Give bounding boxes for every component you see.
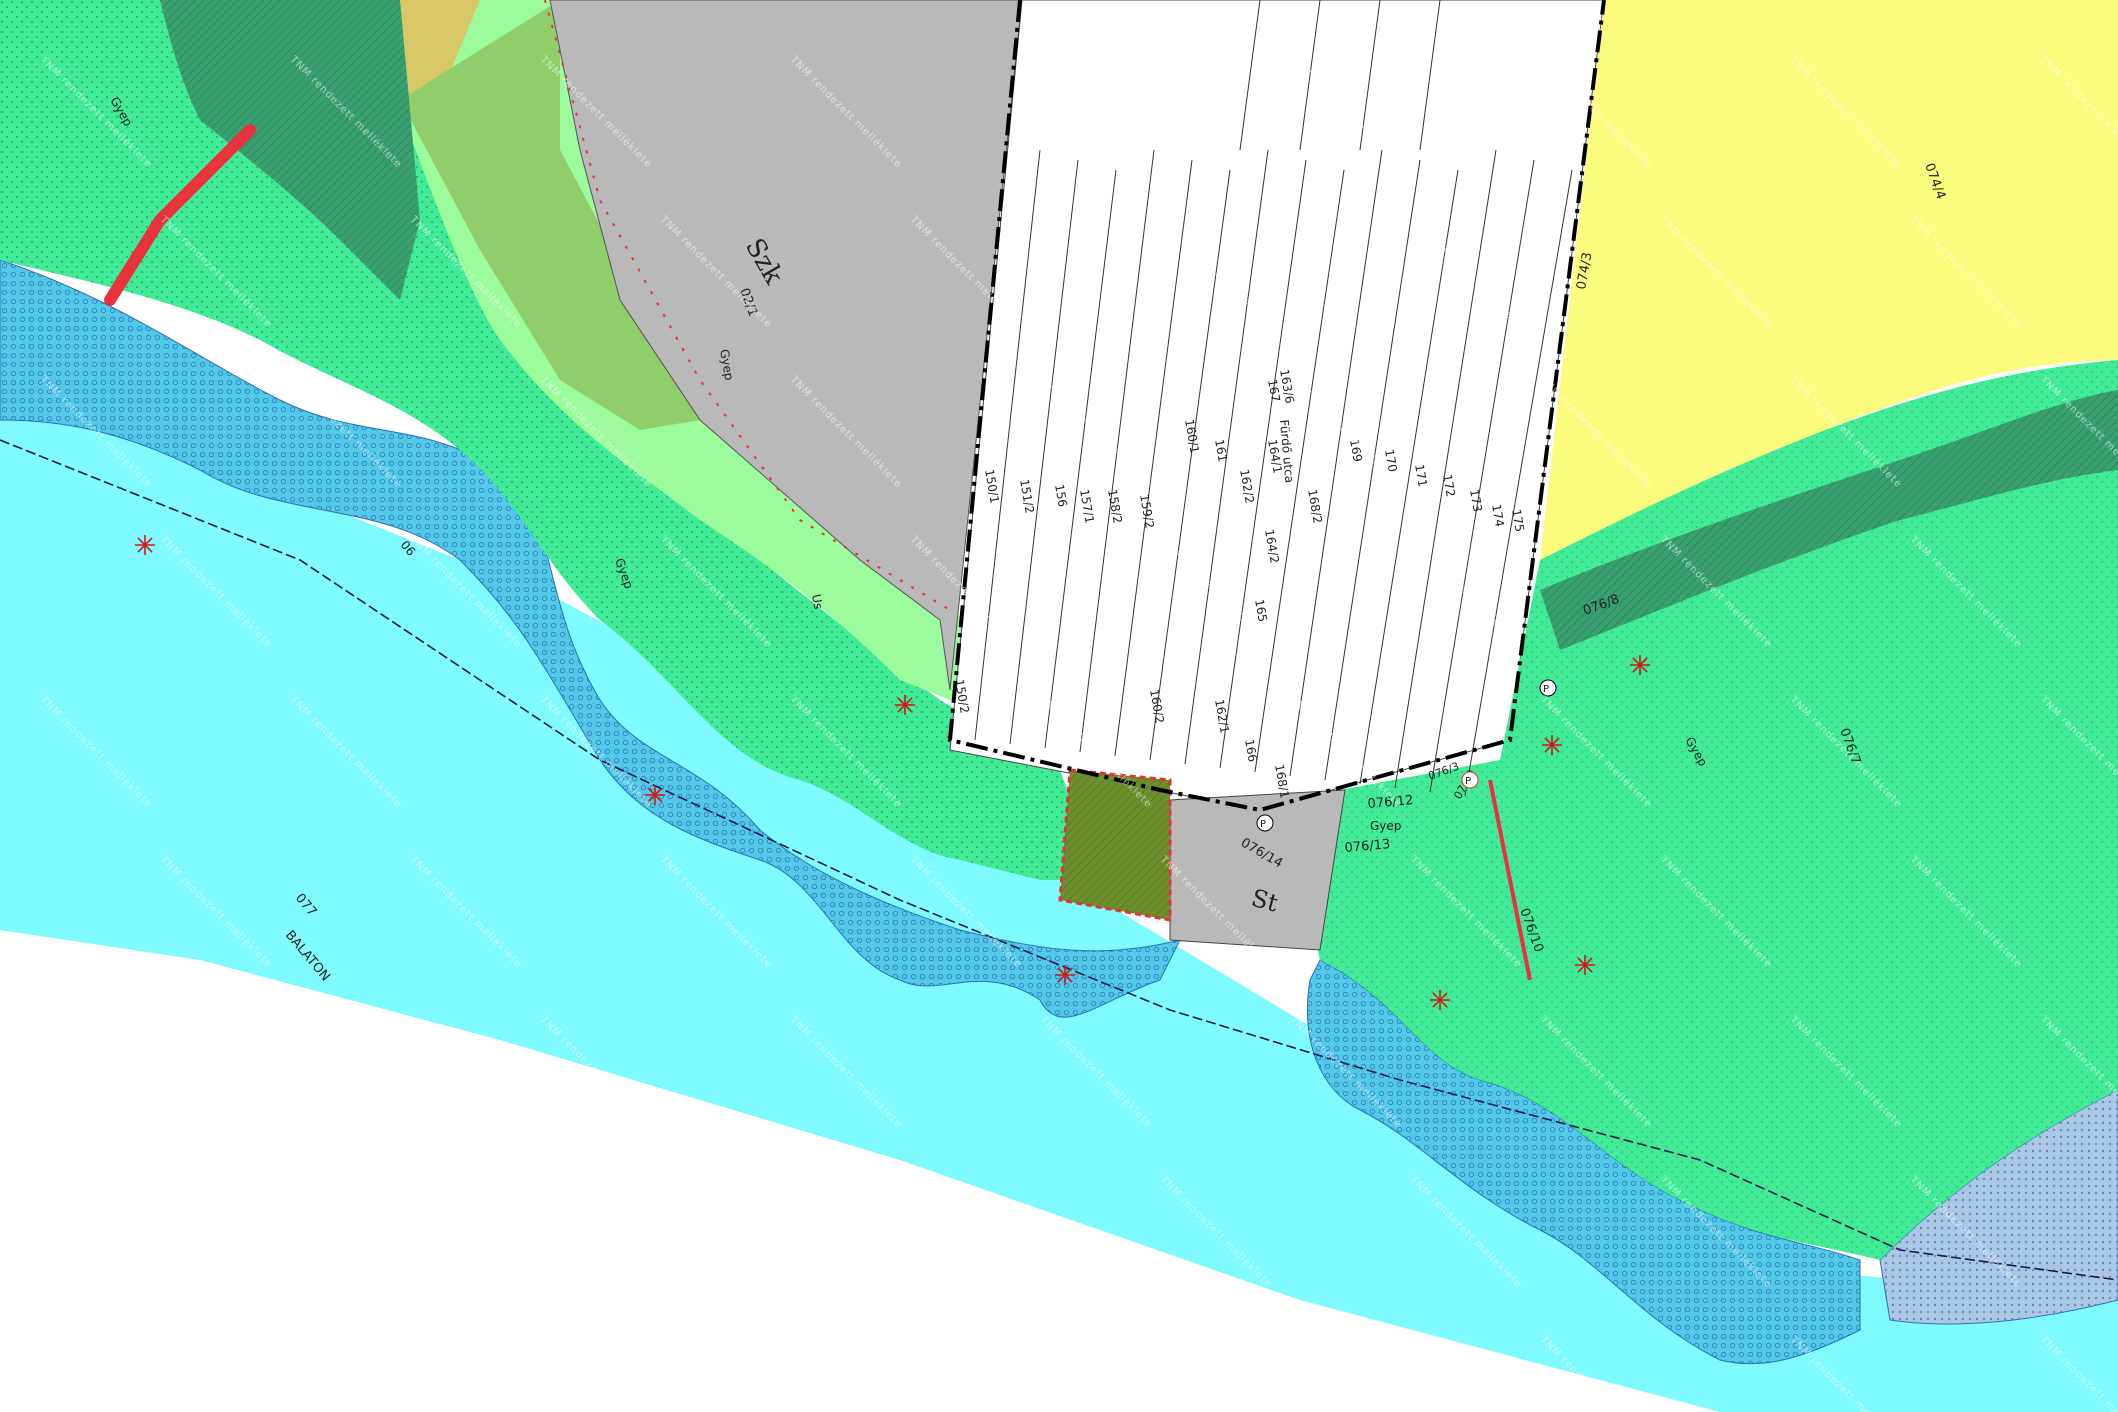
label-174: 174 bbox=[1489, 503, 1507, 528]
parking-marker-2: P bbox=[1539, 679, 1557, 697]
parcel-line bbox=[1359, 0, 1381, 151]
reed1-texture bbox=[0, 260, 1180, 1018]
label-076-13: 076/13 bbox=[1344, 837, 1391, 856]
parcel-line bbox=[1184, 149, 1269, 765]
parcel-line bbox=[1359, 169, 1459, 785]
label-us: Us bbox=[809, 593, 825, 610]
label-gyep-4: Gyep bbox=[1370, 819, 1401, 833]
parcel-line bbox=[1464, 169, 1573, 797]
oliveblock-texture bbox=[1060, 770, 1170, 920]
label-151-2: 151/2 bbox=[1017, 478, 1037, 514]
parcel-line bbox=[1079, 149, 1155, 753]
label-168-2: 168/2 bbox=[1305, 488, 1325, 524]
label-160-1: 160/1 bbox=[1182, 418, 1202, 454]
parcel-line bbox=[1044, 169, 1117, 749]
label-161: 161 bbox=[1212, 438, 1230, 463]
label-173: 173 bbox=[1467, 488, 1485, 513]
parcel-line bbox=[1429, 159, 1535, 793]
label-170: 170 bbox=[1382, 448, 1400, 473]
red-star-marker bbox=[1542, 735, 1562, 755]
red-star-marker bbox=[645, 785, 665, 805]
residential-block bbox=[949, 0, 1605, 811]
red-star-marker bbox=[895, 695, 915, 715]
label-159-2: 159/2 bbox=[1137, 493, 1157, 529]
parking-marker-3: P bbox=[1461, 771, 1479, 789]
parcel-line bbox=[1254, 169, 1345, 773]
label-162-1: 162/1 bbox=[1212, 698, 1232, 734]
settlement-boundary bbox=[947, 0, 1606, 813]
svg-text:P: P bbox=[1543, 684, 1549, 695]
label-166: 166 bbox=[1242, 738, 1260, 763]
parcel-line bbox=[1394, 149, 1497, 789]
svg-text:P: P bbox=[1465, 776, 1471, 787]
red-star-marker bbox=[1055, 965, 1075, 985]
label-168-1: 168/1 bbox=[1272, 763, 1292, 799]
agricultural-zone-yellow bbox=[1540, 0, 2118, 560]
red-star-marker bbox=[135, 535, 155, 555]
parcel-line bbox=[1239, 0, 1261, 151]
parcel-line bbox=[1009, 159, 1079, 745]
label-gyep-1: Gyep bbox=[717, 348, 736, 381]
label-172: 172 bbox=[1440, 473, 1458, 498]
parcel-line bbox=[1299, 0, 1321, 151]
label-074-3: 074/3 bbox=[1574, 251, 1595, 291]
label-171: 171 bbox=[1412, 463, 1430, 488]
label-160-2: 160/2 bbox=[1147, 688, 1167, 724]
red-star-marker bbox=[1575, 955, 1595, 975]
label-164-2: 164/2 bbox=[1262, 528, 1282, 564]
parcel-line bbox=[974, 149, 1041, 741]
label-furdo-utca: Fürdő utca bbox=[1277, 419, 1296, 484]
label-076-12: 076/12 bbox=[1367, 793, 1414, 812]
vineyard-zone bbox=[400, 0, 700, 430]
label-162-2: 162/2 bbox=[1237, 468, 1257, 504]
label-163-6: 163/6 bbox=[1277, 368, 1297, 404]
parcel-line bbox=[1219, 159, 1307, 769]
parcel-line bbox=[1114, 159, 1193, 757]
greenW-texture bbox=[0, 0, 1100, 880]
label-164-1: 164/1 bbox=[1265, 438, 1285, 474]
label-169: 169 bbox=[1347, 438, 1365, 463]
svg-text:P: P bbox=[1260, 819, 1266, 830]
label-150-2: 150/2 bbox=[952, 678, 972, 714]
landmark-markers bbox=[135, 535, 1650, 1010]
forest-texture bbox=[1540, 390, 2118, 650]
railway-line bbox=[0, 439, 2118, 1281]
red-road-east bbox=[1488, 779, 1532, 981]
parcel-line bbox=[1149, 169, 1231, 761]
label-150-1: 150/1 bbox=[982, 468, 1002, 504]
label-175: 175 bbox=[1509, 508, 1527, 533]
label-157-1: 157/1 bbox=[1077, 488, 1097, 524]
parcel-lines bbox=[974, 0, 1573, 797]
reed2-texture bbox=[1307, 960, 1860, 1364]
greenE-texture bbox=[1300, 360, 2118, 1260]
label-158-2: 158/2 bbox=[1105, 488, 1125, 524]
parcel-line bbox=[1419, 0, 1441, 151]
forestW-texture bbox=[160, 0, 420, 300]
red-star-marker bbox=[1430, 990, 1450, 1010]
label-156: 156 bbox=[1052, 483, 1070, 508]
parcel-line bbox=[1289, 149, 1383, 777]
parcel-line bbox=[1324, 159, 1421, 781]
red-star-marker bbox=[1630, 655, 1650, 675]
parking-marker-1: P bbox=[1256, 814, 1274, 832]
reed3-texture bbox=[1880, 1090, 2118, 1324]
label-167: 167 bbox=[1265, 378, 1283, 403]
red-road-west bbox=[104, 124, 256, 306]
street-st bbox=[1169, 789, 1346, 951]
label-165: 165 bbox=[1252, 598, 1270, 623]
